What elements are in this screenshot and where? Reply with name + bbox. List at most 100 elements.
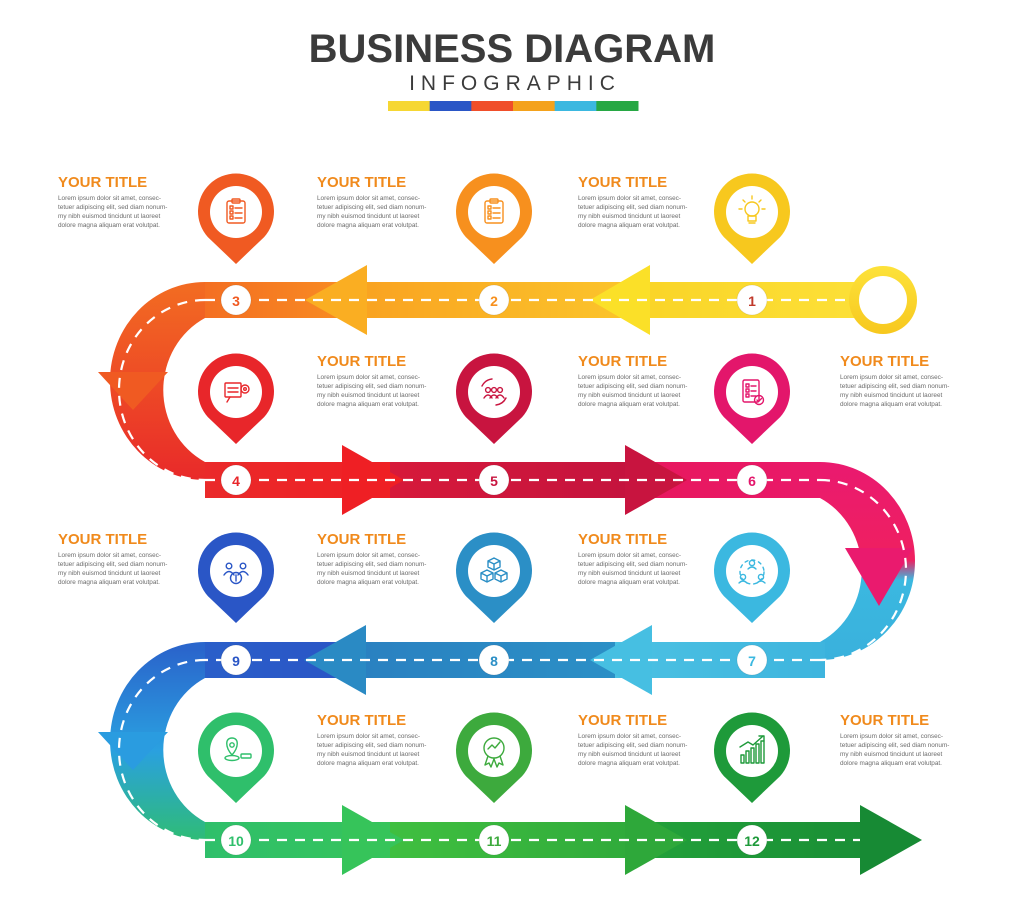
color-bar-segment bbox=[554, 101, 597, 111]
step-number-badge-8: 8 bbox=[478, 644, 510, 676]
diagram-title: BUSINESS DIAGRAM bbox=[309, 27, 716, 71]
road-turn-left-1 bbox=[110, 282, 215, 480]
block-body-line: tetuer adipiscing elit, sed diam nonum- bbox=[578, 383, 687, 390]
block-body-line: dolore magna aliquam erat volutpat. bbox=[317, 760, 419, 767]
block-title: YOUR TITLE bbox=[317, 531, 406, 548]
step-number: 6 bbox=[748, 473, 756, 489]
step-number-badge-9: 9 bbox=[220, 644, 252, 676]
block-body-line: tetuer adipiscing elit, sed diam nonum- bbox=[317, 204, 426, 211]
block-body-line: my nibh euismod tincidunt ut laoreet bbox=[578, 751, 681, 758]
badge-circle bbox=[736, 284, 768, 316]
step-pin-10 bbox=[198, 712, 275, 803]
text-block-1: YOUR TITLE Lorem ipsum dolor sit amet, co… bbox=[58, 174, 167, 229]
step-number: 7 bbox=[748, 653, 756, 669]
step-pin-9 bbox=[198, 532, 275, 623]
block-body-line: dolore magna aliquam erat volutpat. bbox=[317, 222, 419, 229]
badge-circle bbox=[736, 824, 768, 856]
award-badge-icon bbox=[483, 737, 505, 768]
step-number-badge-7: 7 bbox=[736, 644, 768, 676]
start-point-center bbox=[859, 276, 907, 324]
block-body-line: Lorem ipsum dolor sit amet, consec- bbox=[578, 552, 681, 559]
pin-icon-circle bbox=[726, 186, 778, 238]
block-body-line: my nibh euismod tincidunt ut laoreet bbox=[317, 213, 420, 220]
block-body-line: my nibh euismod tincidunt ut laoreet bbox=[58, 570, 161, 577]
block-body-line: tetuer adipiscing elit, sed diam nonum- bbox=[317, 561, 426, 568]
block-title: YOUR TITLE bbox=[578, 531, 667, 548]
color-bar-segment bbox=[388, 101, 431, 111]
block-body-line: Lorem ipsum dolor sit amet, consec- bbox=[58, 552, 161, 559]
step-text-blocks: YOUR TITLE Lorem ipsum dolor sit amet, co… bbox=[58, 174, 949, 767]
block-body-line: my nibh euismod tincidunt ut laoreet bbox=[317, 570, 420, 577]
block-title: YOUR TITLE bbox=[58, 174, 147, 191]
block-body-line: dolore magna aliquam erat volutpat. bbox=[58, 579, 160, 586]
arrowhead-turn-1 bbox=[98, 372, 168, 410]
block-body-line: my nibh euismod tincidunt ut laoreet bbox=[840, 392, 943, 399]
step-number-badge-11: 11 bbox=[478, 824, 510, 856]
clipboard-checklist-icon bbox=[226, 198, 246, 224]
block-title: YOUR TITLE bbox=[58, 531, 147, 548]
step-number: 10 bbox=[228, 833, 244, 849]
road-turn-left-2 bbox=[110, 642, 215, 840]
block-body-line: Lorem ipsum dolor sit amet, consec- bbox=[58, 195, 161, 202]
block-body-line: tetuer adipiscing elit, sed diam nonum- bbox=[578, 204, 687, 211]
step-number: 2 bbox=[490, 293, 498, 309]
pin-icon-circle bbox=[210, 545, 262, 597]
block-body-line: dolore magna aliquam erat volutpat. bbox=[578, 760, 680, 767]
block-body-line: Lorem ipsum dolor sit amet, consec- bbox=[840, 733, 943, 740]
step-number: 8 bbox=[490, 653, 498, 669]
block-body-line: Lorem ipsum dolor sit amet, consec- bbox=[317, 733, 420, 740]
block-title: YOUR TITLE bbox=[317, 174, 406, 191]
block-title: YOUR TITLE bbox=[317, 712, 406, 729]
step-number: 1 bbox=[748, 293, 756, 309]
block-body-line: my nibh euismod tincidunt ut laoreet bbox=[578, 213, 681, 220]
step-pin-3 bbox=[198, 173, 275, 264]
step-pin-11 bbox=[456, 712, 532, 803]
badge-circle bbox=[478, 644, 510, 676]
pin-icon-circle bbox=[468, 186, 520, 238]
color-bar-segment bbox=[513, 101, 556, 111]
header: BUSINESS DIAGRAM INFOGRAPHIC bbox=[309, 27, 716, 111]
block-body-line: dolore magna aliquam erat volutpat. bbox=[317, 401, 419, 408]
block-body-line: my nibh euismod tincidunt ut laoreet bbox=[317, 392, 420, 399]
step-number: 9 bbox=[232, 653, 240, 669]
step-pin-2 bbox=[456, 173, 532, 264]
block-body-line: tetuer adipiscing elit, sed diam nonum- bbox=[840, 383, 949, 390]
block-body-line: dolore magna aliquam erat volutpat. bbox=[317, 579, 419, 586]
block-body-line: tetuer adipiscing elit, sed diam nonum- bbox=[578, 742, 687, 749]
step-number-badge-12: 12 bbox=[736, 824, 768, 856]
badge-circle bbox=[478, 824, 510, 856]
checklist-document-icon bbox=[742, 379, 765, 406]
color-bar-segment bbox=[429, 101, 472, 111]
badge-circle bbox=[220, 644, 252, 676]
block-body-line: dolore magna aliquam erat volutpat. bbox=[840, 760, 942, 767]
step-number: 4 bbox=[232, 473, 240, 489]
step-number-badge-6: 6 bbox=[736, 464, 768, 496]
clipboard-checklist-icon bbox=[484, 198, 504, 224]
block-body-line: Lorem ipsum dolor sit amet, consec- bbox=[317, 374, 420, 381]
arrowhead-turn-3 bbox=[98, 732, 168, 770]
step-pins bbox=[198, 173, 791, 803]
pin-icon-circle bbox=[726, 545, 778, 597]
badge-circle bbox=[220, 464, 252, 496]
step-pin-6 bbox=[714, 353, 791, 444]
pin-icon-circle bbox=[726, 725, 778, 777]
badge-circle bbox=[736, 644, 768, 676]
block-body-line: Lorem ipsum dolor sit amet, consec- bbox=[578, 374, 681, 381]
team-network-icon bbox=[738, 559, 766, 585]
block-body-line: tetuer adipiscing elit, sed diam nonum- bbox=[58, 561, 167, 568]
road-lane-dashes bbox=[117, 298, 908, 842]
block-title: YOUR TITLE bbox=[578, 712, 667, 729]
step-number: 5 bbox=[490, 473, 498, 489]
arrowhead-turn-2 bbox=[845, 548, 913, 606]
color-bar-segment bbox=[471, 101, 514, 111]
location-pin-icon bbox=[224, 737, 252, 762]
step-number-badge-2: 2 bbox=[478, 284, 510, 316]
